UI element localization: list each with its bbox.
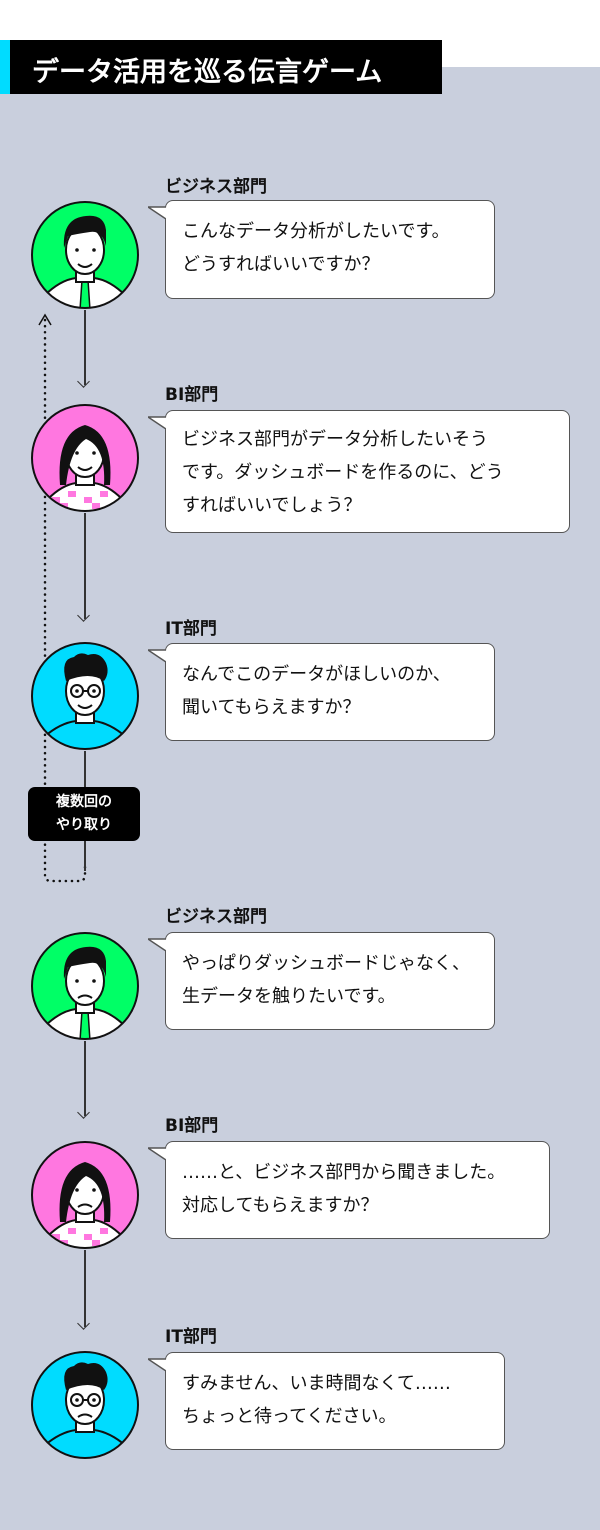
tag-line-1: 複数回の xyxy=(56,794,112,810)
flow-arrow-line xyxy=(84,513,86,619)
speech-bubble-tail xyxy=(148,1147,166,1161)
page-title: データ活用を巡る伝言ゲーム xyxy=(32,57,383,88)
speaker-label: ビジネス部門 xyxy=(165,907,267,927)
speech-bubble: すみません、いま時間なくて…… ちょっと待ってください。 xyxy=(165,1352,505,1450)
speech-bubble-tail xyxy=(148,1358,166,1372)
speech-bubble-tail xyxy=(148,206,166,220)
flow-arrow-line xyxy=(84,1250,86,1327)
speech-bubble-tail xyxy=(148,938,166,952)
accent-strip xyxy=(0,40,10,94)
loop-dotted-arrow xyxy=(38,313,87,883)
tag-line-2: やり取り xyxy=(56,817,112,833)
it-avatar xyxy=(30,641,140,751)
it-avatar xyxy=(30,1350,140,1460)
speaker-label: IT部門 xyxy=(165,619,217,639)
speaker-label: BI部門 xyxy=(165,1116,219,1136)
speech-bubble: ……と、ビジネス部門から聞きました。 対応してもらえますか？ xyxy=(165,1141,550,1239)
business-avatar xyxy=(30,200,140,310)
title-banner: データ活用を巡る伝言ゲーム xyxy=(0,40,442,94)
bi-avatar xyxy=(30,403,140,513)
speaker-label: ビジネス部門 xyxy=(165,177,267,197)
multiple-exchanges-tag: 複数回の やり取り xyxy=(28,787,140,841)
speech-bubble: こんなデータ分析がしたいです。 どうすればいいですか？ xyxy=(165,200,495,299)
speech-bubble: やっぱりダッシュボードじゃなく、 生データを触りたいです。 xyxy=(165,932,495,1030)
bi-avatar xyxy=(30,1140,140,1250)
speaker-label: IT部門 xyxy=(165,1327,217,1347)
flow-arrow-line xyxy=(84,1041,86,1116)
speech-bubble: なんでこのデータがほしいのか、 聞いてもらえますか？ xyxy=(165,643,495,741)
speech-bubble-tail xyxy=(148,649,166,663)
speech-bubble-tail xyxy=(148,416,166,430)
business-avatar xyxy=(30,931,140,1041)
speech-bubble: ビジネス部門がデータ分析したいそう です。ダッシュボードを作るのに、どう すれば… xyxy=(165,410,570,533)
flow-arrow-line xyxy=(84,310,86,385)
speaker-label: BI部門 xyxy=(165,385,219,405)
